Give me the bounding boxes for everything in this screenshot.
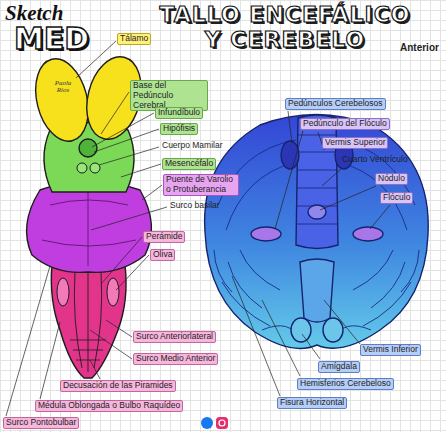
part-label: Hipófisis [160, 123, 198, 135]
part-label: Médula Oblongada o Bulbo Raquídeo [35, 400, 183, 412]
part-label: Hemisferios Cerebeloso [297, 378, 394, 390]
part-label: Surco Medio Anterior [133, 353, 218, 365]
part-label: Amígdala [318, 361, 360, 373]
part-label: Surco Pontobulbar [3, 417, 79, 429]
part-label: Decusación de las Piramides [60, 380, 176, 392]
part-label: Nódulo [375, 173, 408, 185]
part-label: Tálamo [117, 33, 151, 45]
social-icons [201, 417, 228, 429]
orientation-label: Anterior [398, 42, 441, 54]
part-label: Cuarto Ventrículo [340, 155, 410, 165]
watermark: Paola Ríos [48, 80, 78, 95]
part-label: Fisura Horizontal [277, 397, 347, 409]
part-label: Mesencéfalo [162, 158, 216, 170]
part-label: Perámide [143, 231, 185, 243]
part-label: Surco basilar [168, 201, 222, 211]
part-label: Pedúnculo del Flóculo [300, 118, 390, 130]
part-label: Cuerpo Mamilar [160, 141, 224, 151]
leader-lines [6, 41, 390, 416]
part-label: Vermis Inferior [360, 344, 421, 356]
part-label: Flóculo [380, 192, 413, 204]
cerebellum [205, 115, 429, 349]
part-label: Infundíbulo [155, 107, 203, 119]
part-label: Vermis Superior [322, 137, 388, 149]
part-label: Oliva [150, 249, 175, 261]
page-title: TALLO ENCEFÁLICO Y CEREBELO [155, 3, 414, 52]
part-label: Puente de Varolio o Protuberancia [163, 174, 239, 196]
logo-text: MED [14, 22, 89, 57]
part-label: Pedúnculos Cerebelosos [285, 98, 386, 110]
part-label: Surco Anteriorlateral [133, 331, 216, 343]
